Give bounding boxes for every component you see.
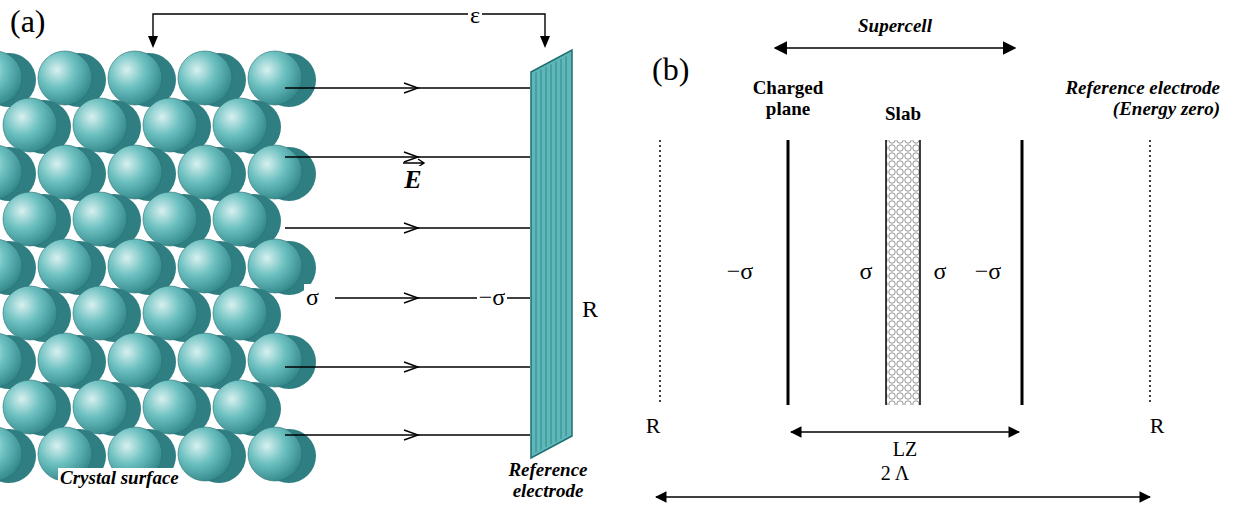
charged-plane	[1021, 140, 1024, 405]
atom-sphere	[0, 51, 22, 105]
slab-edge	[885, 140, 887, 405]
field-line	[285, 156, 530, 157]
plate-stripe	[556, 62, 557, 442]
atom-sphere	[213, 98, 267, 152]
atom-sphere	[178, 51, 232, 105]
atom-sphere	[213, 286, 267, 340]
charge-label: −σ	[725, 258, 755, 284]
atom-sphere	[3, 98, 57, 152]
reference-plane	[1149, 140, 1151, 405]
atom-sphere	[3, 192, 57, 246]
atom-sphere	[38, 239, 92, 293]
atom-sphere	[73, 380, 127, 434]
slab	[886, 140, 920, 405]
atom-sphere	[108, 333, 162, 387]
supercell-arrow	[775, 47, 1015, 49]
atom-sphere	[248, 51, 302, 105]
panel-label: (a)	[8, 4, 48, 39]
atom-sphere	[3, 380, 57, 434]
atom-sphere	[248, 145, 302, 199]
plate-stripe	[551, 64, 552, 444]
atom-sphere	[143, 286, 197, 340]
dimension-label: LZ	[891, 438, 919, 460]
field-arrowhead	[404, 293, 418, 303]
atom-sphere	[108, 239, 162, 293]
charge-label: σ	[304, 284, 321, 310]
slab-label: Slab	[883, 104, 923, 125]
atom-sphere	[38, 51, 92, 105]
atom-sphere	[108, 51, 162, 105]
caption-label: Crystal surface	[58, 468, 181, 489]
lambda-dimension	[656, 496, 1150, 497]
atom-sphere	[178, 239, 232, 293]
atom-sphere	[108, 145, 162, 199]
atom-sphere	[73, 286, 127, 340]
field-arrowhead	[404, 362, 418, 372]
atom-sphere	[0, 427, 22, 481]
charge-label: σ	[932, 258, 949, 284]
atom-sphere	[143, 98, 197, 152]
plate-stripe	[561, 59, 562, 439]
reference-plane	[659, 140, 661, 405]
plate-stripe	[536, 72, 537, 452]
electrode-label: R	[644, 414, 663, 438]
atom-sphere	[178, 427, 232, 481]
plane-label: Charged plane	[746, 78, 830, 120]
atom-sphere	[248, 333, 302, 387]
atom-sphere	[213, 380, 267, 434]
supercell-label: Supercell	[856, 16, 934, 37]
potential-bracket	[153, 14, 545, 44]
slab-edge	[919, 140, 921, 405]
plate-stripe	[566, 56, 567, 436]
bracket-heads	[148, 36, 550, 48]
electrode-label: R	[580, 296, 600, 322]
atom-sphere	[213, 192, 267, 246]
electrode-label: Reference electrode (Energy zero)	[1043, 78, 1222, 120]
dimension-label: 2 Λ	[879, 462, 911, 484]
field-arrowhead	[404, 430, 418, 440]
field-label: E	[402, 166, 423, 195]
plate-stripes	[536, 56, 566, 452]
crystal-spheres	[0, 51, 316, 483]
atom-sphere	[0, 239, 22, 293]
field-arrowhead	[404, 83, 418, 93]
atom-sphere	[178, 333, 232, 387]
atom-sphere	[143, 192, 197, 246]
plate-stripe	[546, 67, 547, 447]
field-line	[285, 227, 530, 228]
atom-sphere	[143, 380, 197, 434]
plate-stripe	[541, 70, 542, 450]
potential-label: ε	[468, 2, 482, 28]
atom-sphere	[0, 145, 22, 199]
atom-sphere	[0, 333, 22, 387]
field-arrowhead	[404, 152, 418, 162]
atom-sphere	[3, 286, 57, 340]
panel-label: (b)	[650, 52, 691, 87]
electrode-label: R	[1148, 414, 1167, 438]
atom-sphere	[248, 239, 302, 293]
atom-sphere	[38, 145, 92, 199]
caption-label: Reference electrode	[486, 460, 610, 502]
field-line	[285, 366, 530, 367]
field-line	[285, 434, 530, 435]
charge-label: −σ	[477, 284, 507, 310]
atom-sphere	[73, 98, 127, 152]
electrode-plate	[531, 50, 572, 458]
charge-label: −σ	[973, 258, 1003, 284]
field-line	[285, 87, 530, 88]
charged-plane	[787, 140, 790, 405]
field-lines	[285, 83, 530, 440]
atom-sphere	[178, 145, 232, 199]
field-arrowhead	[404, 223, 418, 233]
atom-sphere	[38, 333, 92, 387]
charge-label: σ	[858, 258, 875, 284]
atom-sphere	[73, 192, 127, 246]
lz-dimension	[791, 431, 1019, 432]
